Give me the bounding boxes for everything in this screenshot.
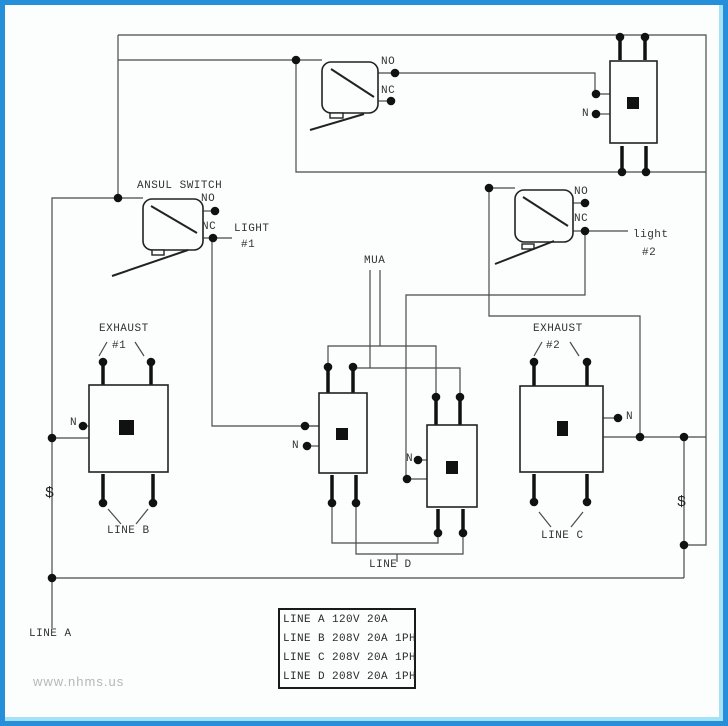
- legend-row-line-c: LINE C 208V 20A 1PH: [283, 652, 417, 665]
- watermark-text: www.nhms.us: [33, 674, 125, 689]
- exhaust1-number: #1: [112, 340, 127, 352]
- terminal-stubs: [101, 38, 648, 530]
- line-b-label: LINE B: [107, 525, 150, 537]
- light2-number: #2: [642, 247, 657, 259]
- relay-n-label: N: [582, 108, 590, 120]
- mua1-contactor: [318, 392, 368, 474]
- ansul-no-label: NO: [201, 193, 216, 205]
- wires: [51, 34, 707, 628]
- exhaust2-contactor: [519, 385, 604, 473]
- mua2-n-label: N: [406, 453, 414, 465]
- exhaust1-label: EXHAUST: [99, 323, 149, 335]
- top-switch-nc-label: NC: [381, 85, 396, 97]
- exhaust2-n-label: N: [626, 411, 634, 423]
- frame-inner-bottom: [0, 717, 728, 721]
- light1-number: #1: [241, 239, 256, 251]
- switch2-no-label: NO: [574, 186, 589, 198]
- mua2-contactor: [426, 424, 478, 508]
- line-a-label: LINE A: [29, 628, 72, 640]
- frame-inner-right: [719, 0, 723, 726]
- junction-dots: [47, 32, 689, 583]
- light2-label: light: [633, 229, 669, 241]
- exhaust2-number: #2: [546, 340, 561, 352]
- frame-top: [0, 0, 728, 5]
- light1-label: LIGHT: [234, 223, 270, 235]
- line-c-label: LINE C: [541, 530, 584, 542]
- legend-row-line-a: LINE A 120V 20A: [283, 613, 389, 626]
- switch2-nc-label: NC: [574, 213, 589, 225]
- ansul-switch-label: ANSUL SWITCH: [137, 180, 223, 192]
- ansul-microswitch-symbol: [111, 198, 204, 277]
- top-microswitch-symbol: [309, 61, 379, 131]
- frame-bottom: [0, 721, 728, 726]
- ansul-nc-label: NC: [202, 221, 217, 233]
- light2-microswitch-symbol: [494, 189, 574, 265]
- exhaust2-label: EXHAUST: [533, 323, 583, 335]
- mua1-n-label: N: [292, 440, 300, 452]
- legend-row-line-d: LINE D 208V 20A 1PH: [283, 671, 417, 684]
- legend-box: LINE A 120V 20A LINE B 208V 20A 1PH LINE…: [278, 608, 416, 689]
- relay-top-right: [609, 60, 658, 144]
- exhaust1-contactor: [88, 384, 169, 473]
- frame-left: [0, 0, 5, 726]
- line-d-label: LINE D: [369, 559, 412, 571]
- legend-row-line-b: LINE B 208V 20A 1PH: [283, 632, 417, 645]
- mua-label: MUA: [364, 255, 386, 267]
- frame-right: [723, 0, 728, 726]
- left-disconnect-symbol: $: [45, 485, 55, 502]
- exhaust1-n-label: N: [70, 417, 78, 429]
- top-switch-no-label: NO: [381, 56, 396, 68]
- right-disconnect-symbol: $: [677, 494, 687, 511]
